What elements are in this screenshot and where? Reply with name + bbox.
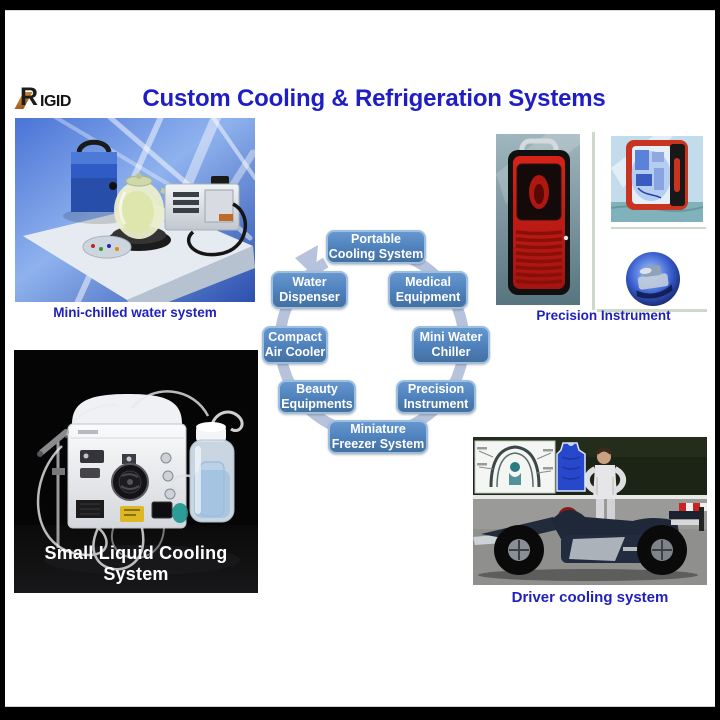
photo-divider-horizontal-2 — [611, 227, 706, 229]
diagram-node-mini-water-chiller: Mini Water Chiller — [412, 326, 490, 364]
node-label: Water — [292, 275, 327, 289]
node-label: Equipment — [395, 290, 461, 304]
cooling-machine — [67, 394, 188, 529]
node-label: Freezer System — [331, 437, 425, 451]
diagram-node-medical-equipment: Medical Equipment — [388, 271, 468, 309]
node-label: Precision — [407, 382, 465, 396]
canister — [171, 410, 244, 523]
caption-precision-instrument: Precision Instrument — [536, 308, 671, 323]
cycle-arrowhead-icon — [295, 245, 318, 277]
node-label: Portable — [350, 232, 401, 246]
tubing — [36, 390, 210, 571]
ribbed-vents — [515, 230, 563, 285]
logo-r-mark-icon: R — [14, 83, 40, 111]
caption-mini-chilled-water-system: Mini-chilled water system — [53, 305, 217, 320]
node-label: Beauty — [296, 382, 338, 396]
rigid-logo: R IGID — [14, 83, 71, 111]
photo-driver-cooling-system — [473, 437, 707, 585]
diagram-node-water-dispenser: Water Dispenser — [271, 271, 348, 309]
node-label: Miniature — [350, 422, 406, 436]
diagram-node-compact-air-cooler: Compact Air Cooler — [262, 326, 328, 364]
node-label: Compact — [268, 330, 322, 344]
logo-letter: R — [20, 83, 39, 111]
diagram-node-portable-cooling-system: Portable Cooling System — [326, 230, 426, 264]
node-label: Chiller — [431, 345, 471, 359]
power-supply-unit — [164, 176, 248, 257]
photo-mini-chilled-water-system — [15, 118, 255, 302]
cooling-vest — [556, 442, 586, 492]
race-car — [473, 507, 704, 575]
teal-sticker — [172, 503, 188, 523]
warning-sticker — [120, 506, 144, 522]
cockpit-schematic-inset — [474, 440, 556, 494]
node-label: Dispenser — [279, 290, 340, 304]
control-dial — [82, 235, 132, 259]
diagram-node-miniature-freezer-system: Miniature Freezer System — [328, 420, 428, 454]
node-label: Equipments — [281, 397, 353, 411]
open-device-handle — [674, 158, 680, 192]
node-label: Medical — [405, 275, 451, 289]
node-label: Cooling System — [328, 247, 424, 261]
diagram-node-beauty-equipments: Beauty Equipments — [278, 380, 356, 414]
diagram-node-precision-instrument: Precision Instrument — [396, 380, 476, 414]
photo-divider-horizontal — [597, 309, 707, 312]
node-label: Instrument — [403, 397, 469, 411]
machined-part — [636, 265, 673, 299]
node-label: Mini Water — [419, 330, 483, 344]
rear-wing — [669, 511, 703, 519]
page-title: Custom Cooling & Refrigeration Systems — [142, 85, 606, 112]
mini-chilled-water-illustration — [15, 118, 255, 302]
caption-small-liquid-cooling-system: Small Liquid Cooling System — [44, 543, 228, 584]
photo-precision-instrument-open — [611, 136, 703, 222]
photo-divider-vertical — [592, 132, 595, 310]
photo-precision-instrument-part — [621, 251, 685, 308]
caption-driver-cooling-system: Driver cooling system — [511, 589, 669, 606]
node-label: Air Cooler — [264, 345, 326, 359]
connector-ports — [160, 452, 176, 500]
photo-precision-instrument-closed — [496, 134, 580, 305]
stand-and-handpiece — [37, 429, 69, 548]
photo-small-liquid-cooling-system: Small Liquid Cooling System — [14, 350, 258, 593]
power-cable — [186, 202, 248, 257]
logo-text: IGID — [40, 93, 71, 110]
blue-cooler-unit — [71, 139, 117, 212]
